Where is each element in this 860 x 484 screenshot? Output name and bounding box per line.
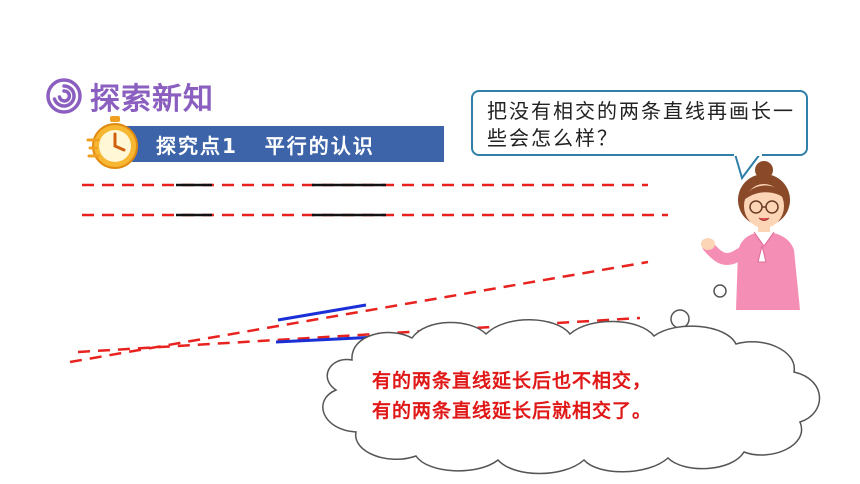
conclusion-line-2: 有的两条直线延长后就相交了。 [372, 400, 653, 422]
conclusion-line-1: 有的两条直线延长后也不相交， [372, 370, 653, 392]
teacher-icon [701, 161, 800, 310]
topic-label: 探究点1 平行的认识 [156, 134, 375, 158]
topic-banner: 探究点1 平行的认识 [122, 126, 444, 162]
thought-dot-large [670, 309, 690, 329]
section-heading: 探索新知 [46, 74, 214, 118]
question-text: 把没有相交的两条直线再画长一些会怎么样？ [487, 99, 795, 150]
segment-upper [277, 303, 367, 322]
bubble-tail-mask [734, 151, 762, 156]
spiral-icon [46, 78, 82, 114]
extension-line-upper [69, 260, 649, 364]
stopwatch-icon [86, 116, 138, 169]
conclusion-cloud [322, 319, 821, 475]
section-title: 探索新知 [90, 82, 214, 117]
question-bubble: 把没有相交的两条直线再画长一些会怎么样？ [471, 90, 808, 156]
segment-lower [275, 335, 379, 344]
bubble-tail [734, 153, 761, 181]
conclusion-text: 有的两条直线延长后也不相交， 有的两条直线延长后就相交了。 [372, 366, 732, 426]
thought-dot-small [713, 284, 727, 298]
